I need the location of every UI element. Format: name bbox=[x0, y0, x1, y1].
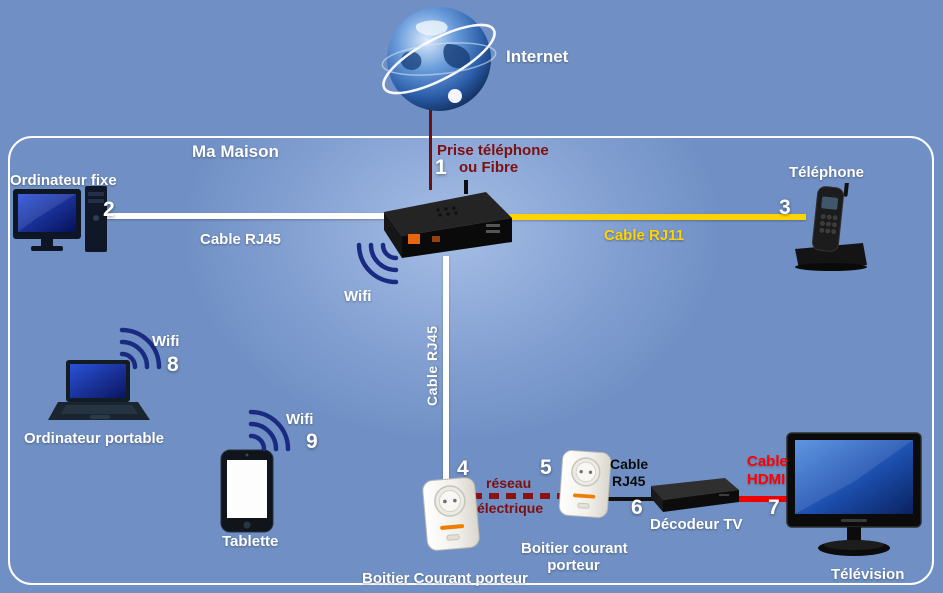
tv-decoder-icon bbox=[651, 478, 739, 512]
rj45-cable-left bbox=[100, 213, 384, 219]
hdmi-cable-label-line1: Cable bbox=[747, 453, 788, 470]
television-label: Télévision bbox=[831, 566, 905, 583]
step-4-number: 4 bbox=[457, 457, 469, 480]
wifi-arcs-laptop-icon bbox=[119, 327, 162, 370]
wifi-router-label: Wifi bbox=[344, 288, 372, 305]
desktop-computer-label: Ordinateur fixe bbox=[10, 172, 117, 189]
laptop-label: Ordinateur portable bbox=[24, 430, 165, 447]
powerline-adapter-1-label: Boitier Courant porteur bbox=[362, 570, 528, 587]
power-network-dashed-line bbox=[472, 493, 566, 499]
powerline-adapter-1-icon bbox=[422, 477, 480, 551]
rj45-cable-small bbox=[600, 497, 658, 501]
step-9-number: 9 bbox=[306, 430, 318, 453]
power-network-label-line1: réseau bbox=[486, 475, 532, 491]
powerline-adapter-2-icon bbox=[558, 450, 612, 518]
step-6-number: 6 bbox=[631, 496, 643, 519]
television-icon bbox=[786, 432, 922, 556]
phone-jack-label-line2: ou Fibre bbox=[459, 159, 519, 176]
rj11-cable bbox=[506, 214, 806, 220]
powerline-adapter-2-label-line1: Boitier courant bbox=[521, 540, 628, 557]
laptop-icon bbox=[48, 360, 150, 420]
rj45-vertical-cable-label: Cable RJ45 bbox=[424, 325, 440, 406]
internet-label: Internet bbox=[506, 47, 569, 66]
powerline-adapter-2-label-line2: porteur bbox=[547, 557, 600, 574]
rj45-small-cable-label-line2: RJ45 bbox=[612, 473, 646, 489]
tablet-label: Tablette bbox=[222, 533, 279, 550]
step-1-number: 1 bbox=[435, 156, 447, 179]
hdmi-cable bbox=[737, 496, 793, 502]
tablet-icon bbox=[220, 449, 274, 533]
power-network-label-line2: électrique bbox=[477, 500, 544, 516]
rj45-cable-vertical bbox=[443, 256, 449, 488]
internet-drop-cable bbox=[429, 110, 432, 190]
phone-jack-label-line1: Prise téléphone bbox=[437, 142, 549, 159]
step-3-number: 3 bbox=[779, 196, 791, 219]
step-8-number: 8 bbox=[167, 353, 179, 376]
step-7-number: 7 bbox=[768, 496, 780, 519]
tv-decoder-label: Décodeur TV bbox=[650, 516, 743, 533]
wifi-arcs-tablet-icon bbox=[248, 409, 291, 452]
rj45-small-cable-label-line1: Cable bbox=[610, 456, 649, 472]
house-title: Ma Maison bbox=[192, 142, 279, 161]
wifi-laptop-label: Wifi bbox=[152, 333, 180, 350]
telephone-label: Téléphone bbox=[789, 164, 865, 181]
hdmi-cable-label-line2: HDMI bbox=[747, 471, 786, 488]
telephone-icon bbox=[795, 183, 867, 271]
internet-globe-icon bbox=[381, 7, 497, 111]
desktop-computer-icon bbox=[13, 186, 107, 252]
rj11-cable-label: Cable RJ11 bbox=[604, 227, 685, 244]
wifi-tablet-label: Wifi bbox=[286, 411, 314, 428]
step-2-number: 2 bbox=[103, 198, 115, 221]
wifi-arcs-router-icon bbox=[356, 242, 399, 285]
step-5-number: 5 bbox=[540, 456, 552, 479]
router-box-icon bbox=[384, 180, 512, 258]
rj45-left-cable-label: Cable RJ45 bbox=[200, 231, 281, 248]
